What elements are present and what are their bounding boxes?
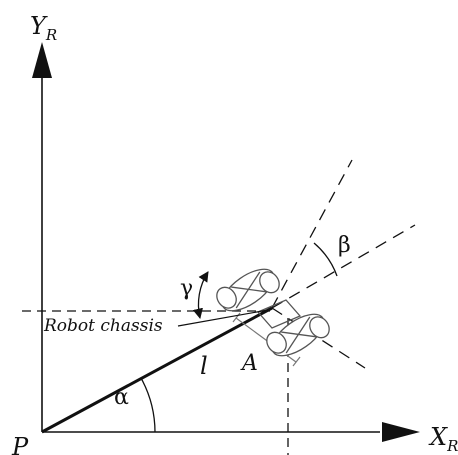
position-vector-l bbox=[41, 306, 273, 434]
x-axis-label-subscript: R bbox=[446, 437, 458, 455]
x-axis-arrowhead bbox=[382, 422, 420, 442]
lower-wheel bbox=[266, 313, 330, 357]
gamma-arc bbox=[192, 271, 209, 320]
heading-dashed-line bbox=[271, 224, 416, 309]
alpha-label: α bbox=[114, 385, 129, 410]
origin-label: P bbox=[11, 433, 29, 455]
gamma-label: γ bbox=[180, 276, 193, 301]
segment-A-label: A bbox=[240, 351, 258, 376]
segment-A-tick-2 bbox=[292, 356, 301, 367]
robot-chassis-drawing bbox=[216, 268, 330, 357]
wheel-axis-dashed-line bbox=[271, 159, 353, 309]
alpha-arc bbox=[140, 377, 156, 433]
beta-arc bbox=[313, 242, 338, 277]
x-axis-label-main: X bbox=[428, 423, 448, 451]
segment-l-label: l bbox=[200, 352, 208, 380]
chassis-body bbox=[256, 299, 302, 329]
segment-A-tick-1 bbox=[232, 312, 241, 323]
y-axis-label-main: Y bbox=[30, 12, 48, 40]
y-axis-label-subscript: R bbox=[45, 26, 57, 44]
x-axis-label: XR bbox=[428, 423, 458, 455]
y-axis-label: YR bbox=[30, 12, 57, 44]
robot-chassis-leader-line bbox=[177, 309, 269, 327]
y-axis-arrowhead bbox=[32, 42, 52, 78]
upper-wheel bbox=[216, 268, 280, 312]
robot-chassis-label: Robot chassis bbox=[43, 316, 163, 336]
beta-label: β bbox=[338, 233, 351, 258]
